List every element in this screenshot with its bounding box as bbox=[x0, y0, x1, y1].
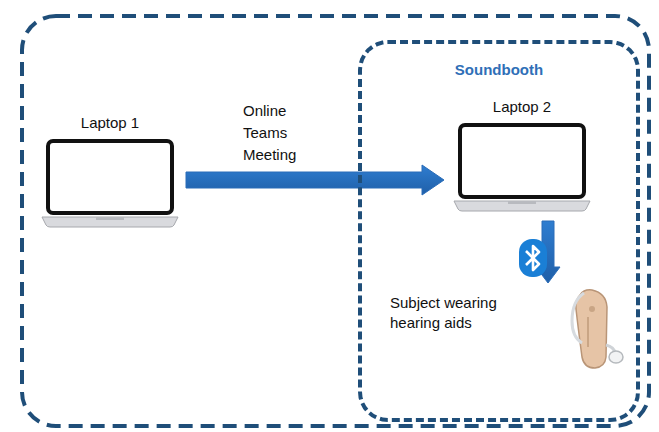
laptop-label: Laptop 2 bbox=[452, 97, 592, 117]
subject-node: Subject wearing hearing aids bbox=[390, 285, 630, 373]
laptop-node: Laptop 1 bbox=[40, 113, 180, 233]
edge-label: Online Teams Meeting bbox=[243, 100, 307, 166]
laptop-node: Laptop 2 bbox=[452, 97, 592, 217]
laptop-label: Laptop 1 bbox=[40, 113, 180, 133]
subject-label: Subject wearing hearing aids bbox=[390, 293, 510, 333]
bluetooth-icon bbox=[518, 238, 548, 278]
soundbooth-title: Soundbooth bbox=[362, 60, 636, 80]
outer-dashed-box bbox=[22, 16, 649, 426]
laptop-icon bbox=[40, 139, 180, 235]
laptop-icon bbox=[452, 123, 592, 219]
hearing-aid-icon bbox=[562, 287, 624, 371]
block-arrow bbox=[186, 165, 444, 195]
soundbooth-box: SoundboothLaptop 2 Subject wearing hearin… bbox=[358, 40, 640, 422]
